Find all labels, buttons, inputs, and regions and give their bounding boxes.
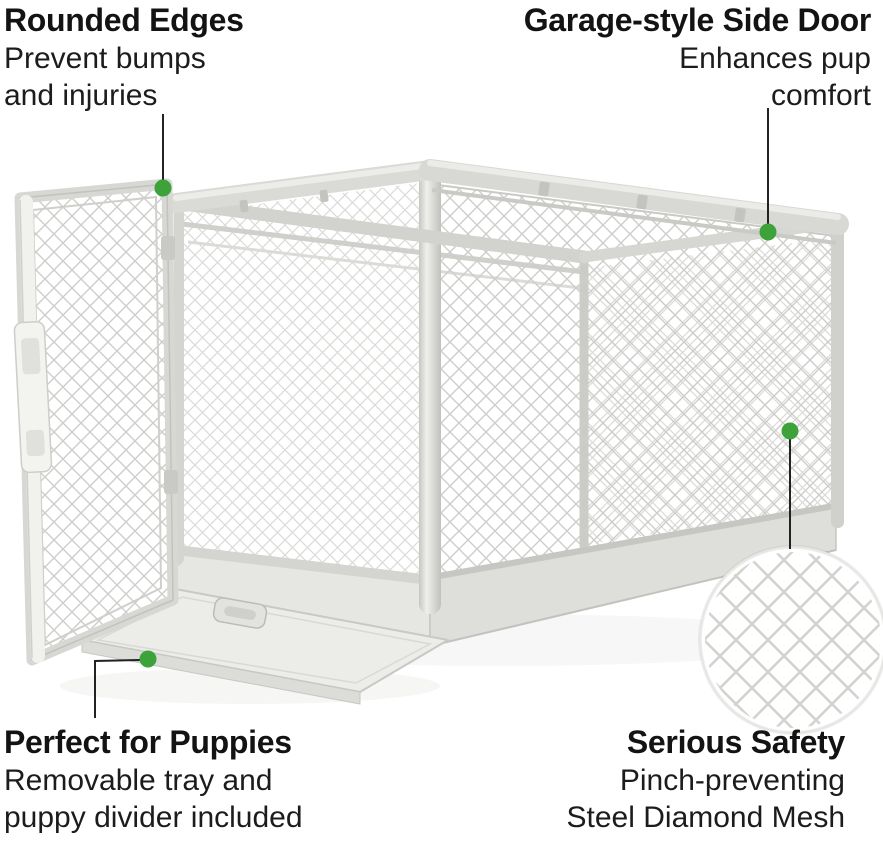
callout-safety: Serious Safety Pinch-preventing Steel Di… xyxy=(566,722,846,836)
callout-title-safety: Serious Safety xyxy=(626,724,845,760)
callout-title-rounded-edges: Rounded Edges xyxy=(4,2,244,38)
mesh-magnifier xyxy=(698,545,883,735)
callout-text-line: and injuries xyxy=(4,79,158,112)
front-top-rail xyxy=(166,160,440,213)
callout-line-puppies xyxy=(94,659,141,718)
right-top-rail xyxy=(419,159,849,235)
callout-text-line: puppy divider included xyxy=(4,801,303,834)
feature-dot-rounded-edges xyxy=(154,179,172,197)
feature-dot-puppies xyxy=(139,650,157,668)
callout-side-door: Garage-style Side Door Enhances pup comf… xyxy=(523,0,872,114)
callout-text-line: Prevent bumps xyxy=(4,42,206,75)
callout-lines xyxy=(94,108,791,718)
callout-puppies: Perfect for Puppies Removable tray and p… xyxy=(4,722,303,836)
callout-text-line: Enhances pup xyxy=(679,42,871,75)
tray-handle xyxy=(212,597,268,629)
back-right-post xyxy=(831,218,844,528)
callout-rounded-edges: Rounded Edges Prevent bumps and injuries xyxy=(4,0,244,114)
feature-dot-safety xyxy=(781,422,799,440)
feature-dot-side-door xyxy=(759,223,777,241)
callout-text-line: Removable tray and xyxy=(4,764,273,797)
door-latch xyxy=(13,321,53,474)
callout-text-line: Steel Diamond Mesh xyxy=(566,801,845,834)
feature-markers xyxy=(139,179,799,668)
callout-text-line: Pinch-preventing xyxy=(619,764,845,797)
door-hinge-bottom xyxy=(164,470,178,494)
callout-title-side-door: Garage-style Side Door xyxy=(523,2,872,38)
callout-text-line: comfort xyxy=(770,79,871,112)
door-hinge-top xyxy=(161,236,175,260)
front-corner-post xyxy=(419,162,441,614)
callout-title-puppies: Perfect for Puppies xyxy=(4,724,292,760)
door-mesh xyxy=(20,184,173,660)
crate-door xyxy=(13,178,179,666)
rail-clips xyxy=(239,181,746,223)
crate-base xyxy=(171,507,837,648)
